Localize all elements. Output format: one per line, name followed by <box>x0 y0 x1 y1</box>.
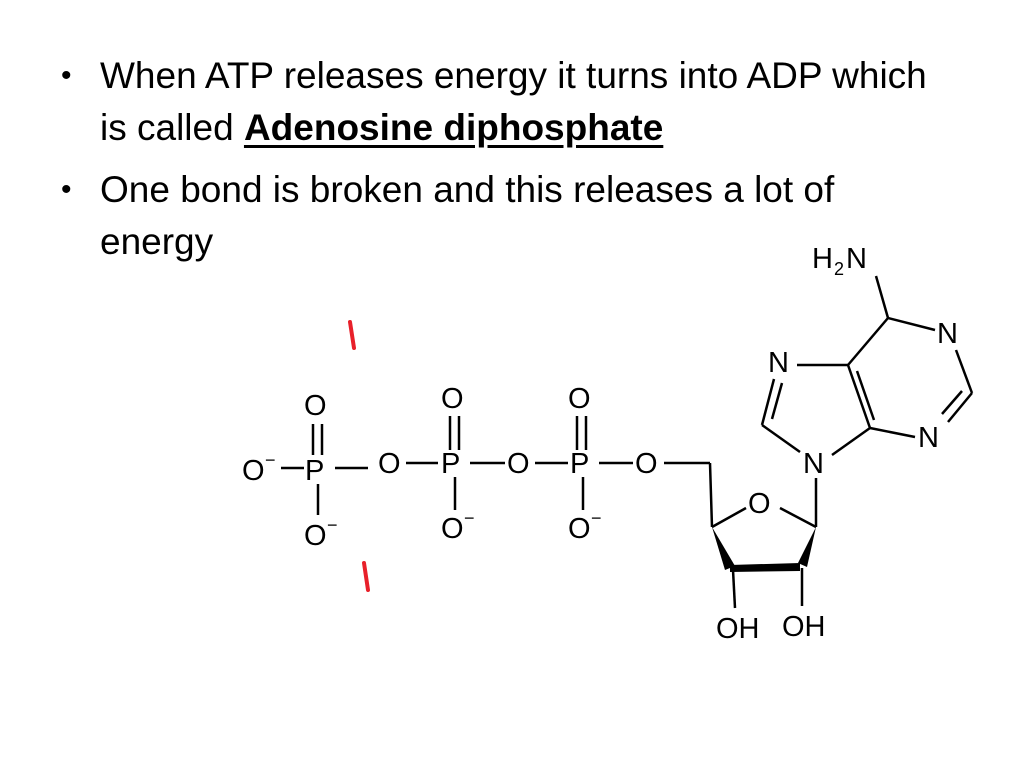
atom-n9: N <box>803 448 824 480</box>
atom-o-p2-top: O <box>441 383 464 415</box>
ribose-wedge-left <box>712 527 735 570</box>
bullet-dot-icon: • <box>61 59 72 92</box>
amine-subscript: 2 <box>834 259 844 279</box>
atom-p1: P <box>305 455 324 487</box>
atom-o-p3-top: O <box>568 383 591 415</box>
atom-oh-right: OH <box>782 611 826 643</box>
atom-o-p1-top: O <box>304 390 327 422</box>
chemical-bond <box>779 506 817 529</box>
ribose-wedge-right <box>798 527 816 567</box>
adenosine-diphosphate-term: Adenosine diphosphate <box>243 107 664 148</box>
atom-p2: P <box>441 448 460 480</box>
break-mark-bottom <box>362 561 370 592</box>
chemical-bond <box>846 364 872 429</box>
chemical-bond <box>869 426 916 439</box>
atom-n-amine: N <box>846 243 867 275</box>
chemical-bond <box>941 390 963 415</box>
chemical-bond <box>855 370 876 421</box>
atom-oh-left: OH <box>716 613 760 645</box>
atom-o-p1-bottom: O <box>304 520 327 552</box>
chemical-bond <box>831 426 871 457</box>
chemical-bond <box>874 275 890 319</box>
atom-n1: N <box>937 318 958 350</box>
bullet-text: When ATP releases energy it turns into A… <box>100 55 927 148</box>
charge-minus: − <box>327 515 338 535</box>
atom-p3: P <box>570 448 589 480</box>
atom-o-bridge-2: O <box>507 448 530 480</box>
chemical-bond <box>760 378 776 426</box>
chemical-bond <box>761 423 801 454</box>
bullet-item-bond: • One bond is broken and this releases a… <box>55 164 955 268</box>
break-mark-top <box>348 320 356 350</box>
ribose-wedge-bottom <box>730 563 800 572</box>
chemical-bond <box>954 349 974 394</box>
chemical-bond <box>731 569 737 609</box>
atom-n7: N <box>768 347 789 379</box>
charge-minus: − <box>464 508 475 528</box>
atom-o-p1-left: O <box>242 455 265 487</box>
chemical-bond <box>947 392 973 423</box>
bullet-list: • When ATP releases energy it turns into… <box>55 50 955 278</box>
atom-o-ring: O <box>748 488 771 520</box>
atom-n3: N <box>918 422 939 454</box>
chemical-bond <box>887 316 936 332</box>
bullet-dot-icon: • <box>61 173 72 206</box>
charge-minus: − <box>591 508 602 528</box>
bullet-text: One bond is broken and this releases a l… <box>100 169 835 262</box>
atom-o-bridge-1: O <box>378 448 401 480</box>
atom-o-ester: O <box>635 448 658 480</box>
atom-h-amine: H <box>812 243 833 275</box>
bullet-item-adp: • When ATP releases energy it turns into… <box>55 50 955 154</box>
chemical-bond <box>847 317 889 366</box>
atom-o-p2-bottom: O <box>441 513 464 545</box>
chemical-bond <box>711 506 747 529</box>
charge-minus: − <box>265 450 276 470</box>
chemical-bond <box>770 382 784 420</box>
atom-o-p3-bottom: O <box>568 513 591 545</box>
chemical-bond <box>708 462 714 528</box>
